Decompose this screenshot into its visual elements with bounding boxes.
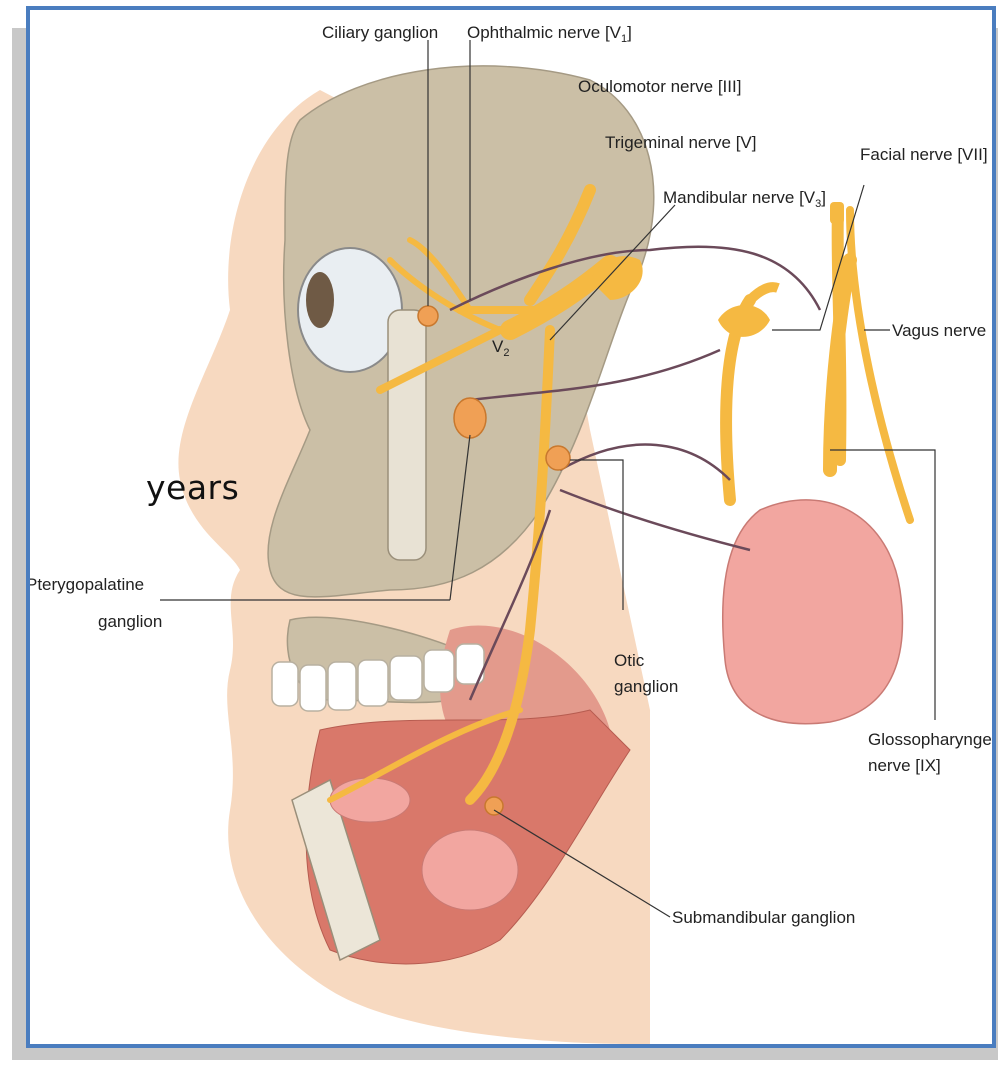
label-otic-1: Otic [614, 651, 645, 670]
submandibular-ganglion-node [485, 797, 503, 815]
label-vagus-nerve: Vagus nerve [X] [892, 321, 992, 340]
maxilla-bone [388, 310, 426, 560]
label-trigeminal-nerve: Trigeminal nerve [V] [605, 133, 756, 152]
otic-ganglion-node [546, 446, 570, 470]
slide-frame: Ciliary ganglion Ophthalmic nerve [V1] O… [26, 6, 996, 1048]
label-submandibular-ganglion: Submandibular ganglion [672, 908, 855, 927]
label-pterygopalatine-1: Pterygopalatine [30, 575, 144, 594]
label-pterygopalatine-2: ganglion [98, 612, 162, 631]
label-glossopharyngeal-2: nerve [IX] [868, 756, 941, 775]
label-glossopharyngeal-1: Glossopharyngeal [868, 730, 992, 749]
label-ciliary-ganglion: Ciliary ganglion [322, 23, 438, 42]
overlay-text: years [146, 468, 239, 507]
pterygopalatine-ganglion-node [454, 398, 486, 438]
anatomy-illustration: Ciliary ganglion Ophthalmic nerve [V1] O… [30, 10, 992, 1044]
sublingual-gland [330, 778, 410, 822]
label-mandibular-nerve: Mandibular nerve [V3] [663, 188, 826, 210]
parotid-gland [723, 500, 903, 724]
label-otic-2: ganglion [614, 677, 678, 696]
ciliary-ganglion-node [418, 306, 438, 326]
label-facial-nerve: Facial nerve [VII] [860, 145, 988, 164]
label-oculomotor-nerve: Oculomotor nerve [III] [578, 77, 741, 96]
submandibular-gland [422, 830, 518, 910]
label-ophthalmic-nerve: Ophthalmic nerve [V1] [467, 23, 632, 45]
facial-root [718, 305, 770, 337]
